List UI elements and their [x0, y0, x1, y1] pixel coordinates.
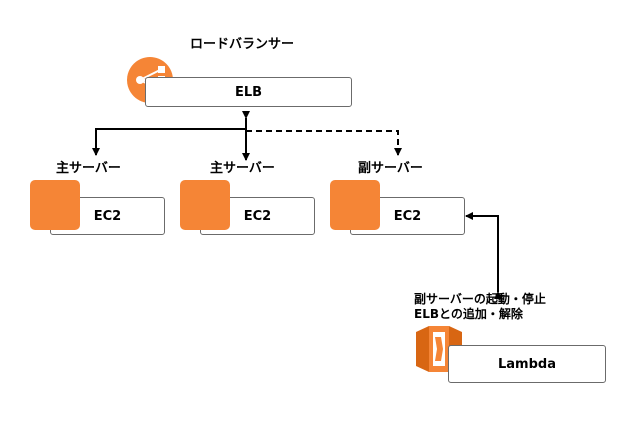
- load-balancer-title: ロードバランサー: [190, 37, 295, 52]
- connector-elb-to-sub-server: [246, 130, 402, 156]
- elb-label: ELB: [234, 84, 263, 100]
- ec2-label: EC2: [243, 208, 272, 224]
- server-role-label: 副サーバー: [358, 161, 423, 176]
- ec2-instance-icon: [30, 180, 80, 230]
- lambda-note-line-1: 副サーバーの起動・停止: [414, 292, 546, 306]
- ec2-label: EC2: [393, 208, 422, 224]
- lambda-note-line-2: ELBとの追加・解除: [414, 307, 523, 321]
- server-role-label: 主サーバー: [210, 161, 275, 176]
- server-role-label: 主サーバー: [56, 161, 121, 176]
- ec2-instance-icon: [180, 180, 230, 230]
- elb-box: ELB: [145, 77, 352, 107]
- connector-lambda-to-sub-server: [465, 212, 502, 299]
- lambda-box: Lambda: [448, 345, 606, 383]
- connector-elb-to-server-1: [92, 128, 246, 156]
- ec2-instance-icon: [330, 180, 380, 230]
- lambda-label: Lambda: [498, 356, 556, 372]
- ec2-label: EC2: [93, 208, 122, 224]
